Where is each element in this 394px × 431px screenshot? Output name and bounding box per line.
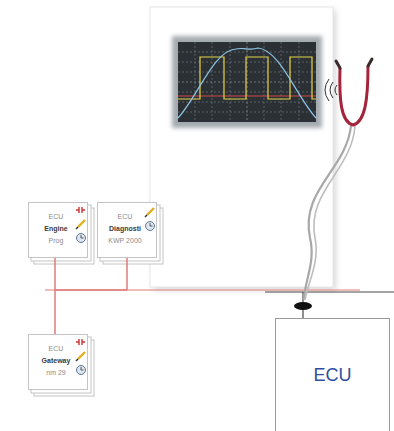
pencil-body — [78, 352, 85, 359]
stethoscope-tube — [304, 126, 351, 300]
ecu-card: ECUEngineProg — [28, 202, 88, 258]
grid-line — [178, 92, 316, 93]
scope-panel — [150, 7, 336, 290]
panel — [150, 7, 333, 287]
screen-grid — [178, 42, 316, 122]
pencil-body — [147, 208, 154, 215]
bus-connector — [55, 258, 127, 334]
stethoscope-binaural — [340, 66, 368, 125]
clock-icon — [77, 366, 86, 375]
page-face — [97, 202, 157, 258]
pencil-icon — [76, 352, 85, 361]
pencil-icon — [145, 208, 154, 217]
connector-symbol — [76, 207, 85, 213]
trigger-line — [178, 96, 316, 97]
screen — [178, 42, 316, 122]
ecu-label: ECU — [118, 211, 133, 223]
clock-face — [77, 366, 86, 375]
ecu-label: ECU — [49, 343, 64, 355]
square-wave — [178, 57, 316, 99]
page-face — [28, 202, 88, 258]
bus-line — [265, 292, 394, 293]
connector-symbol — [76, 339, 85, 345]
sound-wave — [330, 82, 333, 98]
clock-hands — [150, 223, 153, 226]
grid-line — [178, 62, 316, 63]
ecu-name: Gateway — [42, 355, 71, 367]
pencil-icon — [76, 220, 85, 229]
chest-piece — [294, 302, 312, 310]
grid-line — [281, 42, 282, 122]
ecu-label: Prog — [49, 235, 64, 247]
bus-connector — [55, 258, 127, 290]
page-stack — [97, 202, 163, 264]
ecu-label: nm 29 — [46, 367, 65, 379]
pencil-tip — [76, 359, 78, 361]
stethoscope — [294, 59, 372, 310]
clock-hands — [81, 367, 84, 370]
sound-wave — [325, 79, 329, 101]
grid-line — [178, 72, 316, 73]
analog-wave — [178, 48, 316, 118]
ecu-card: ECUDiagnostiKWP 2000 — [97, 202, 157, 258]
clock-icon — [146, 222, 155, 231]
ecu-label: ECU — [49, 211, 64, 223]
ecu-face — [275, 318, 390, 431]
clock-face — [77, 234, 86, 243]
grid-line — [178, 52, 316, 53]
pencil-body — [78, 220, 85, 227]
earpiece — [368, 59, 372, 66]
page-stack — [28, 334, 94, 396]
page-stack — [28, 202, 94, 264]
clock-face — [146, 222, 155, 231]
grid-line — [178, 112, 316, 113]
ecu-box: ECU — [275, 318, 390, 431]
ecu-name: Diagnosti — [109, 223, 141, 235]
sound-waves — [325, 79, 337, 101]
pencil-tip — [145, 215, 147, 217]
clock-icon — [77, 234, 86, 243]
stethoscope-tube — [305, 126, 355, 300]
connector-icon — [76, 339, 85, 345]
ecu-card: ECUGatewaynm 29 — [28, 334, 88, 390]
connector-icon — [76, 207, 85, 213]
sound-wave — [335, 85, 337, 95]
grid-line — [178, 102, 316, 103]
screen-glow — [172, 36, 322, 128]
ecu-label: ECU — [313, 363, 351, 387]
ecu-name: Engine — [44, 223, 67, 235]
ecu-label: KWP 2000 — [108, 235, 141, 247]
page-face — [28, 334, 88, 390]
earpiece — [336, 61, 340, 68]
pencil-tip — [76, 227, 78, 229]
clock-hands — [81, 235, 84, 238]
grid-line — [178, 82, 316, 83]
